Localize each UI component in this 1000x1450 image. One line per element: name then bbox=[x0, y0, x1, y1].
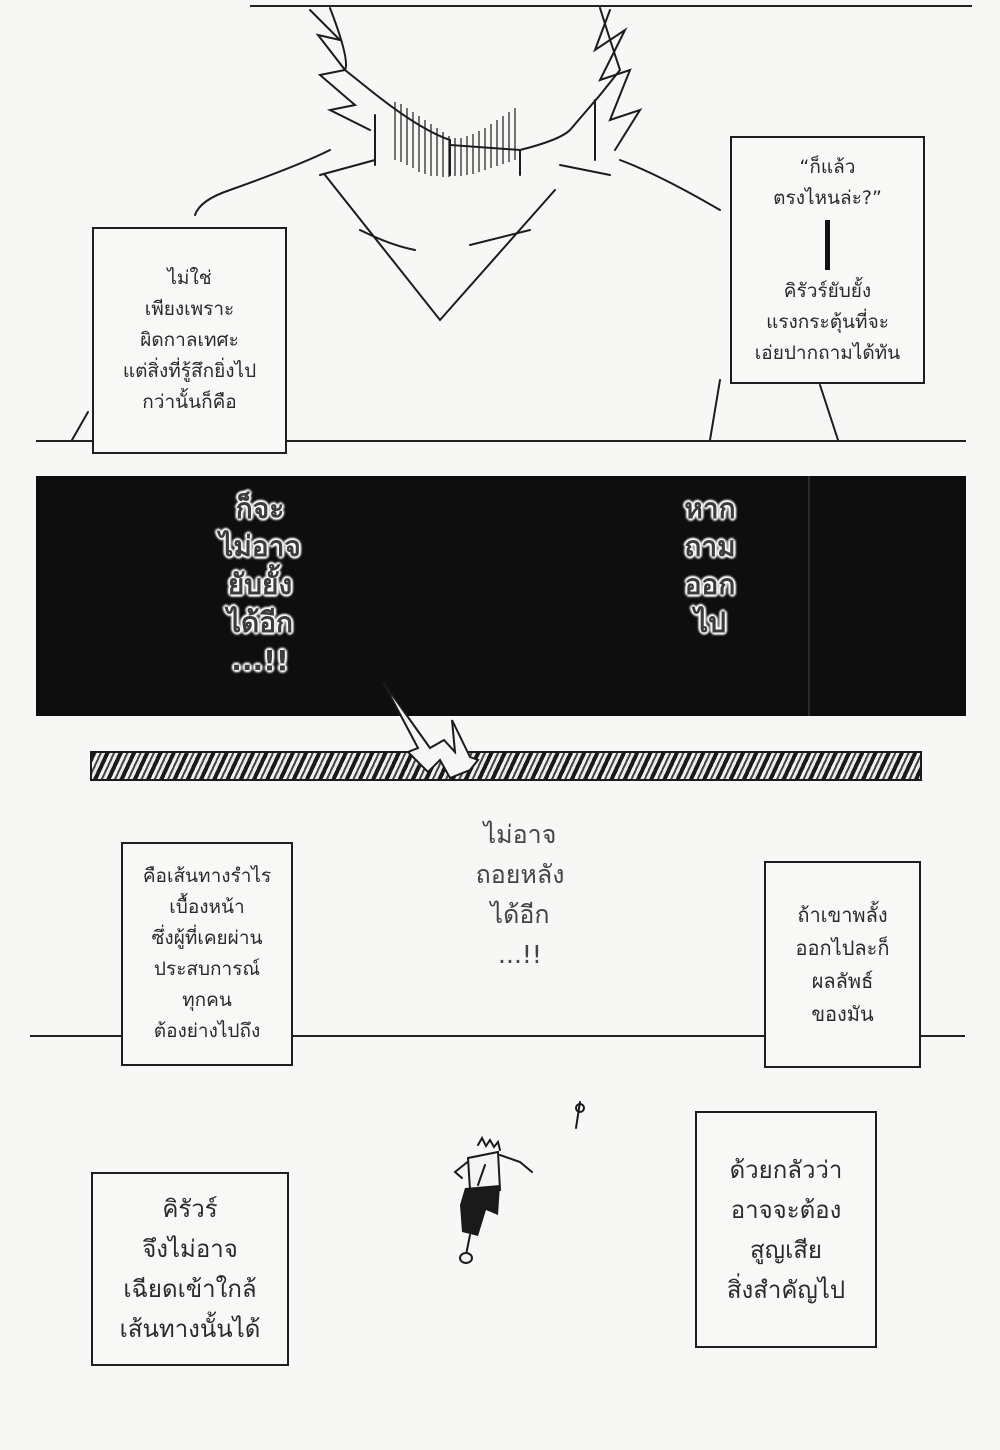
quote-line: “ก็แล้ว bbox=[799, 155, 856, 178]
caption-line: ต้องย่างไปถึง bbox=[153, 1020, 261, 1042]
quote-line: ตรงไหนล่ะ?” bbox=[773, 186, 882, 209]
caption-line: ออกไปละก็ bbox=[795, 935, 890, 960]
black-panel bbox=[36, 476, 966, 716]
caption-line: คิรัวร์ bbox=[162, 1195, 218, 1223]
outline-line: ได้อีก bbox=[226, 606, 294, 639]
outline-line: ออก bbox=[684, 568, 736, 601]
outline-line: ถาม bbox=[684, 530, 736, 563]
caption-line: แต่สิ่งที่รู้สึกยิ่งไป bbox=[122, 360, 257, 382]
top-panel-bottom-border bbox=[36, 440, 966, 442]
caption-line: เส้นทางนั้นได้ bbox=[119, 1315, 261, 1343]
caption-top-left: ไม่ใช่ เพียงเพราะ ผิดกาลเทศะ แต่สิ่งที่ร… bbox=[92, 227, 287, 454]
caption-bottom-left: คิรัวร์ จึงไม่อาจ เฉียดเข้าใกล้ เส้นทางน… bbox=[91, 1172, 289, 1366]
black-panel-text-right: หาก ถาม ออก ไป bbox=[660, 490, 760, 642]
caption-line: กว่านั้นก็คือ bbox=[142, 391, 237, 413]
caption-bottom-right: ด้วยกลัวว่า อาจจะต้อง สูญเสีย สิ่งสำคัญไ… bbox=[695, 1111, 877, 1348]
top-panel: ไม่ใช่ เพียงเพราะ ผิดกาลเทศะ แต่สิ่งที่ร… bbox=[0, 0, 1000, 454]
caption-line: ผลลัพธ์ bbox=[811, 968, 874, 993]
caption-top-right: “ก็แล้ว ตรงไหนล่ะ?” คิรัวร์ยับยั้ง แรงกร… bbox=[730, 136, 925, 384]
caption-line: ของมัน bbox=[811, 1001, 874, 1026]
caption-line: คือเส้นทางรำไร bbox=[142, 865, 272, 887]
outline-line: ก็จะ bbox=[235, 492, 285, 525]
caption-line: ซึ่งผู้ที่เคยผ่าน bbox=[151, 927, 263, 949]
caption-line: เบื้องหน้า bbox=[169, 896, 245, 918]
free-text-line: ได้อีก bbox=[490, 900, 550, 929]
free-text-line: ถอยหลัง bbox=[475, 860, 565, 889]
caption-line: ประสบการณ์ bbox=[153, 958, 261, 980]
caption-line: เอ่ยปากถามได้ทัน bbox=[754, 341, 901, 364]
caption-line: จึงไม่อาจ bbox=[142, 1235, 238, 1263]
divider-bar bbox=[825, 219, 830, 270]
outline-line: หาก bbox=[684, 492, 736, 525]
caption-middle-left: คือเส้นทางรำไร เบื้องหน้า ซึ่งผู้ที่เคยผ… bbox=[121, 842, 293, 1066]
caption-line: สิ่งสำคัญไป bbox=[726, 1275, 846, 1304]
black-panel-text-left: ก็จะ ไม่อาจ ยับยั้ง ได้อีก ...!! bbox=[200, 490, 320, 680]
caption-middle-right: ถ้าเขาพลั้ง ออกไปละก็ ผลลัพธ์ ของมัน bbox=[764, 861, 921, 1068]
panel-seam bbox=[808, 476, 810, 716]
caption-line: เพียงเพราะ bbox=[144, 298, 235, 320]
top-panel-top-border bbox=[250, 5, 972, 7]
caption-line: คิรัวร์ยับยั้ง bbox=[783, 279, 872, 302]
caption-line: ถ้าเขาพลั้ง bbox=[797, 902, 888, 927]
caption-line: ทุกคน bbox=[182, 989, 232, 1011]
outline-line: ...!! bbox=[231, 644, 289, 677]
caption-line: ด้วยกลัวว่า bbox=[729, 1155, 843, 1184]
outline-line: ไป bbox=[694, 606, 726, 639]
outline-line: ไม่อาจ bbox=[219, 530, 301, 563]
caption-line: เฉียดเข้าใกล้ bbox=[123, 1275, 257, 1303]
caption-line: ผิดกาลเทศะ bbox=[140, 329, 239, 351]
outline-line: ยับยั้ง bbox=[227, 568, 293, 601]
free-text-line: ไม่อาจ bbox=[483, 820, 557, 849]
caption-line: แรงกระตุ้นที่จะ bbox=[766, 310, 889, 333]
free-text-center: ไม่อาจ ถอยหลัง ได้อีก ...!! bbox=[440, 815, 600, 975]
caption-line: สูญเสีย bbox=[749, 1235, 822, 1264]
striped-bar bbox=[90, 751, 922, 781]
free-text-line: ...!! bbox=[498, 940, 542, 969]
character-neck-illustration bbox=[71, 7, 839, 441]
caption-line: อาจจะต้อง bbox=[730, 1195, 842, 1224]
caption-line: ไม่ใช่ bbox=[167, 267, 212, 289]
middle-panel-bottom-border bbox=[30, 1035, 965, 1037]
